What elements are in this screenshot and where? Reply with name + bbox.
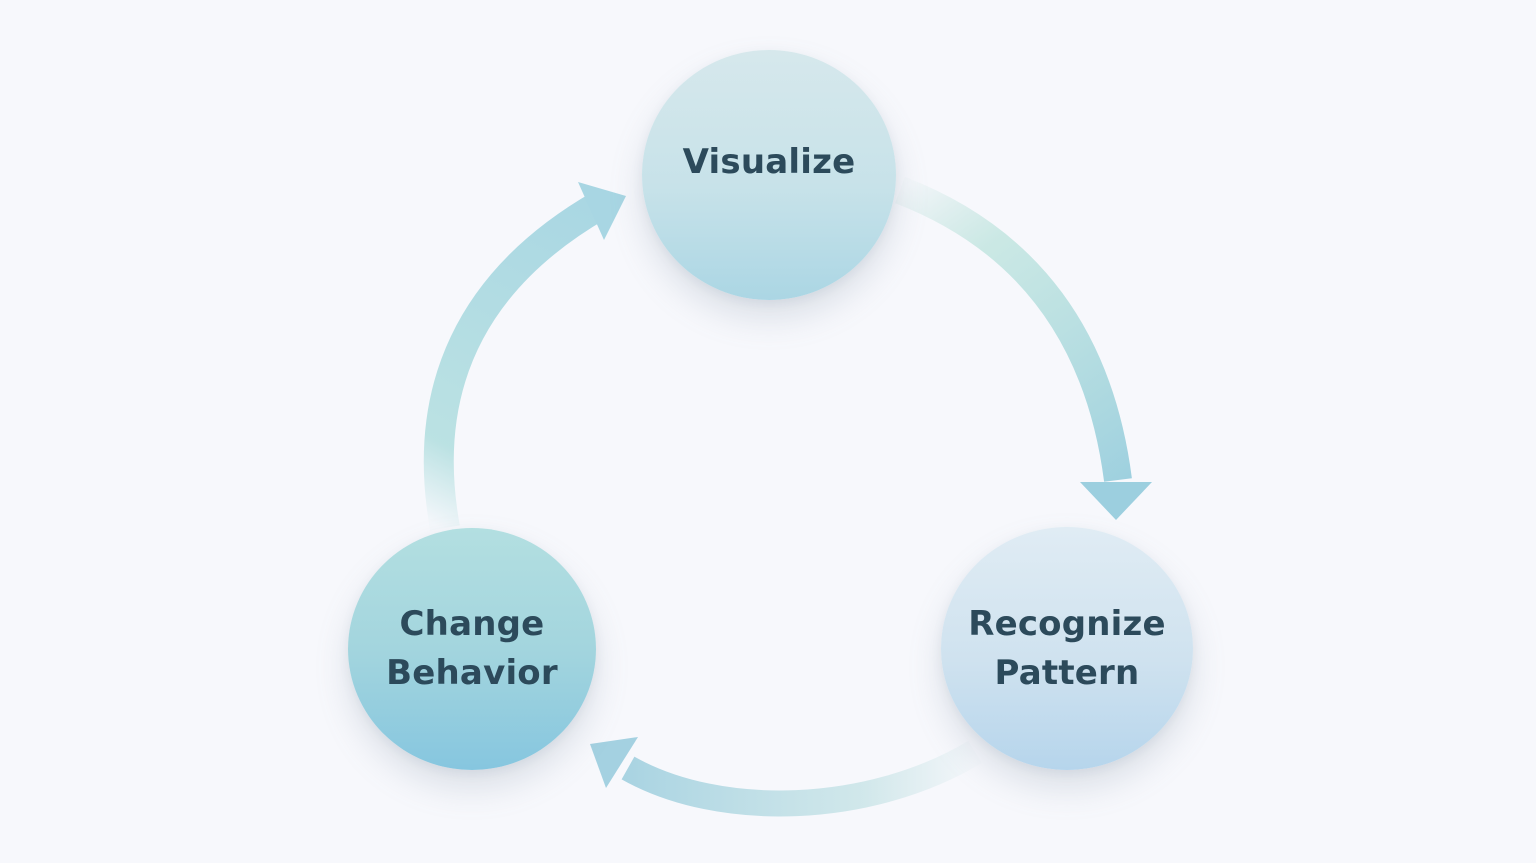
node-visualize-line-1: Visualize bbox=[682, 141, 856, 182]
node-recognize-pattern-line-1: Recognize bbox=[968, 603, 1166, 644]
node-visualize-label: Visualize bbox=[683, 138, 856, 187]
node-recognize-pattern-label: Recognize Pattern bbox=[968, 600, 1166, 698]
node-change-behavior-label: Change Behavior bbox=[386, 600, 558, 698]
arrow-visualize-to-recognize bbox=[894, 176, 1152, 520]
node-recognize-pattern-line-2: Pattern bbox=[994, 652, 1140, 693]
node-change-behavior: Change Behavior bbox=[348, 528, 596, 770]
arrow-change-to-visualize bbox=[423, 182, 626, 531]
arrow-recognize-to-change bbox=[590, 737, 982, 817]
node-recognize-pattern: Recognize Pattern bbox=[941, 527, 1193, 770]
node-visualize: Visualize bbox=[642, 50, 896, 300]
node-change-behavior-line-2: Behavior bbox=[386, 653, 558, 693]
node-change-behavior-line-1: Change bbox=[399, 604, 545, 644]
